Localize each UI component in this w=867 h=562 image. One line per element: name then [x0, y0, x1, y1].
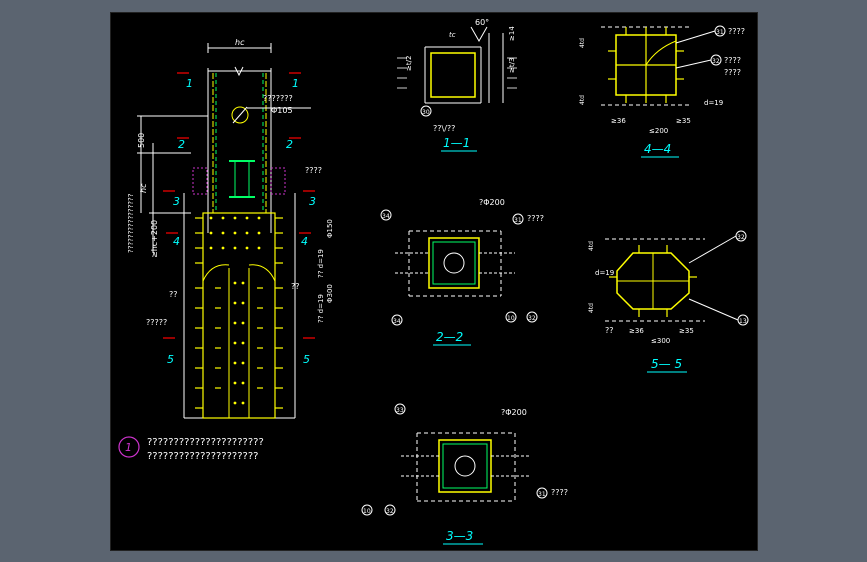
title-5-5: 5— 5 [651, 357, 682, 371]
dim-t2: ≥t/2 [405, 56, 413, 71]
hc-label: hc [235, 38, 245, 47]
left-note-stack: ???????????????? [127, 193, 135, 253]
notes-line-2: ????????????????????? [147, 451, 258, 462]
phi105-label: Φ105 [271, 106, 293, 115]
c10-2-2: 10 [507, 315, 515, 322]
section-1-1: 60° ≥t/2 ≥t/3 ≥14 tc 30 ??\/?? 1—1 [397, 18, 517, 152]
note-phi300: Φ300 [326, 284, 334, 303]
c32-4-4: 32 [712, 58, 720, 65]
cut-mark-1-right: 1 [292, 77, 299, 90]
section-2-2: ?Φ200 34 31 ???? 34 10 32 2—2 [380, 198, 544, 346]
title-1-1: 1—1 [443, 136, 470, 150]
title-4-4: 4—4 [644, 142, 671, 156]
d300-5-5: ≤300 [651, 337, 670, 345]
c10-3-3: 10 [363, 508, 371, 515]
note-d19b: ?? d=19 [317, 294, 325, 323]
section-4-4: 31 ???? 32 ???? ???? d=19 ≥36 ≥35 ≤200 4… [579, 25, 745, 158]
c33-3-3: 33 [396, 407, 404, 414]
d200-4-4: ≤200 [649, 127, 668, 135]
d35-5-5: ≥35 [679, 327, 694, 335]
dim-14: ≥14 [508, 26, 516, 41]
circle-30: 30 [422, 109, 430, 116]
cut-mark-1-left: 1 [186, 77, 193, 90]
tag-tc: tc [449, 31, 456, 39]
c34b-2-2: 34 [393, 318, 401, 325]
cut-mark-3-left: 3 [173, 195, 180, 208]
d35-4-4: ≥35 [676, 117, 691, 125]
notes-circle-mark: 1 [125, 441, 132, 454]
cut-mark-5-right: 5 [303, 353, 310, 366]
note-q4: ???? [305, 166, 322, 175]
d36-5-5: ≥36 [629, 327, 644, 335]
cut-mark-3-right: 3 [309, 195, 316, 208]
c34-2-2: 34 [382, 213, 390, 220]
drawing-sheet: hc ??????? Φ105 [110, 12, 758, 551]
td-bot-4-4: 4td [579, 95, 586, 105]
cut-mark-4-left: 4 [173, 235, 180, 248]
cut-mark-4-right: 4 [301, 235, 308, 248]
title-2-2: 2—2 [436, 330, 463, 344]
column-elevation: hc ??????? Φ105 [127, 38, 334, 419]
dim-t3: ≥t/3 [508, 58, 516, 73]
c32-3-3: 32 [386, 508, 394, 515]
phi200-2-2: ?Φ200 [479, 198, 505, 207]
cut-mark-5-left: 5 [167, 353, 174, 366]
note-q2-right: ?? [291, 282, 300, 291]
section-5-5: 32 13 d=19 ?? ≥36 ≥35 ≤300 4td 4td 5— 5 [588, 230, 749, 373]
td-top-4-4: 4td [579, 38, 586, 48]
title-3-3: 3—3 [446, 529, 473, 543]
note-2-2: ???? [527, 214, 544, 223]
c32-5-5: 32 [737, 234, 745, 241]
d36-4-4: ≥36 [611, 117, 626, 125]
d19-5-5: d=19 [595, 269, 614, 277]
c32-2-2: 32 [528, 315, 536, 322]
c31-4-4: 31 [716, 29, 724, 36]
dim-hc: hc [139, 183, 148, 193]
c13-5-5: 13 [739, 318, 747, 325]
td-bot-5-5: 4td [588, 303, 595, 313]
d19-4-4: d=19 [704, 99, 723, 107]
c31-3-3: 31 [538, 491, 546, 498]
cut-mark-2-right: 2 [286, 138, 293, 151]
note-phi150: Φ150 [326, 219, 334, 238]
q-5-5: ?? [605, 326, 614, 335]
note-q5: ????? [146, 318, 167, 327]
note-3-3: ???? [551, 488, 568, 497]
note-q2-left: ?? [169, 290, 178, 299]
dim-500: 500 [137, 133, 146, 148]
angle-60: 60° [475, 18, 489, 27]
q1-4-4: ???? [728, 27, 745, 36]
c31-2-2: 31 [514, 217, 522, 224]
cut-mark-2-left: 2 [178, 138, 185, 151]
note-q7: ??????? [263, 94, 293, 103]
phi200-3-3: ?Φ200 [501, 408, 527, 417]
general-notes: 1 ?????????????????????? ???????????????… [118, 436, 264, 462]
cad-drawing: hc ??????? Φ105 [118, 18, 749, 545]
td-top-5-5: 4td [588, 241, 595, 251]
notes-line-1: ?????????????????????? [147, 437, 264, 448]
note-d19: ?? d=19 [317, 249, 325, 278]
dim-hc200: ≥hc+200 [150, 220, 159, 258]
section-3-3: ?Φ200 33 10 32 31 ???? 3—3 [361, 403, 568, 545]
q3-4-4: ???? [724, 68, 741, 77]
q2-4-4: ???? [724, 56, 741, 65]
note-1-1: ??\/?? [433, 124, 455, 133]
